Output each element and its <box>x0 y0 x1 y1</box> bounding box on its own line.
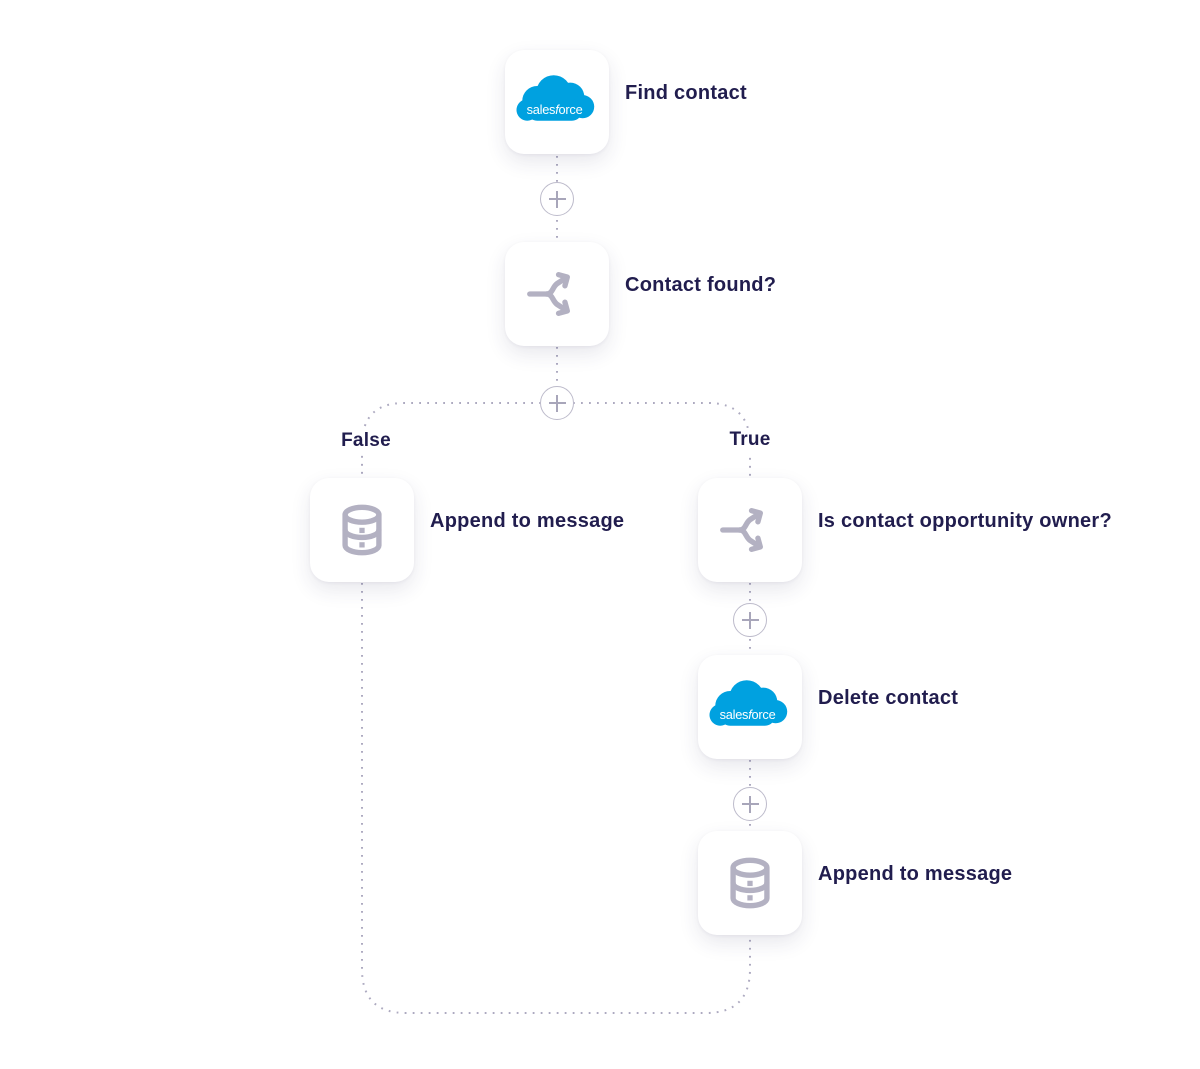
plus-icon <box>741 611 759 629</box>
node-card: salesforce <box>698 655 802 759</box>
node-contact-found[interactable]: Contact found? <box>505 242 776 346</box>
add-step-button[interactable] <box>540 182 574 216</box>
plus-icon <box>741 795 759 813</box>
node-find-contact[interactable]: salesforce Find contact <box>505 50 747 154</box>
node-label: Append to message <box>430 509 625 532</box>
node-label: Delete contact <box>818 686 959 709</box>
branch-split-icon <box>527 272 570 316</box>
database-icon <box>342 504 382 556</box>
salesforce-wordmark: salesforce <box>720 707 776 722</box>
add-step-button[interactable] <box>733 787 767 821</box>
node-label: Is contact opportunity owner? <box>818 509 1112 532</box>
node-card <box>505 242 609 346</box>
node-card <box>698 478 802 582</box>
plus-icon <box>548 394 566 412</box>
add-step-button[interactable] <box>733 603 767 637</box>
database-icon <box>730 857 770 909</box>
node-card: salesforce <box>505 50 609 154</box>
node-card <box>698 831 802 935</box>
node-label: Append to message <box>818 862 1013 885</box>
node-is-contact-opportunity-owner[interactable]: Is contact opportunity owner? <box>698 478 1112 582</box>
node-append-to-message-false[interactable]: Append to message <box>310 478 624 582</box>
node-card <box>310 478 414 582</box>
node-delete-contact[interactable]: salesforce Delete contact <box>698 655 958 759</box>
node-label: Contact found? <box>625 273 777 296</box>
salesforce-wordmark: salesforce <box>527 102 583 117</box>
plus-icon <box>548 190 566 208</box>
branch-split-icon <box>720 508 763 552</box>
connector-merge-loop <box>361 583 751 1014</box>
add-step-button[interactable] <box>540 386 574 420</box>
branch-label-true: True <box>724 428 776 452</box>
salesforce-logo-icon: salesforce <box>516 74 595 121</box>
branch-label-false: False <box>336 429 396 453</box>
connector-split-true-branch <box>557 402 751 478</box>
salesforce-logo-icon: salesforce <box>709 679 788 726</box>
node-append-to-message-true[interactable]: Append to message <box>698 831 1012 935</box>
node-label: Find contact <box>625 81 747 104</box>
